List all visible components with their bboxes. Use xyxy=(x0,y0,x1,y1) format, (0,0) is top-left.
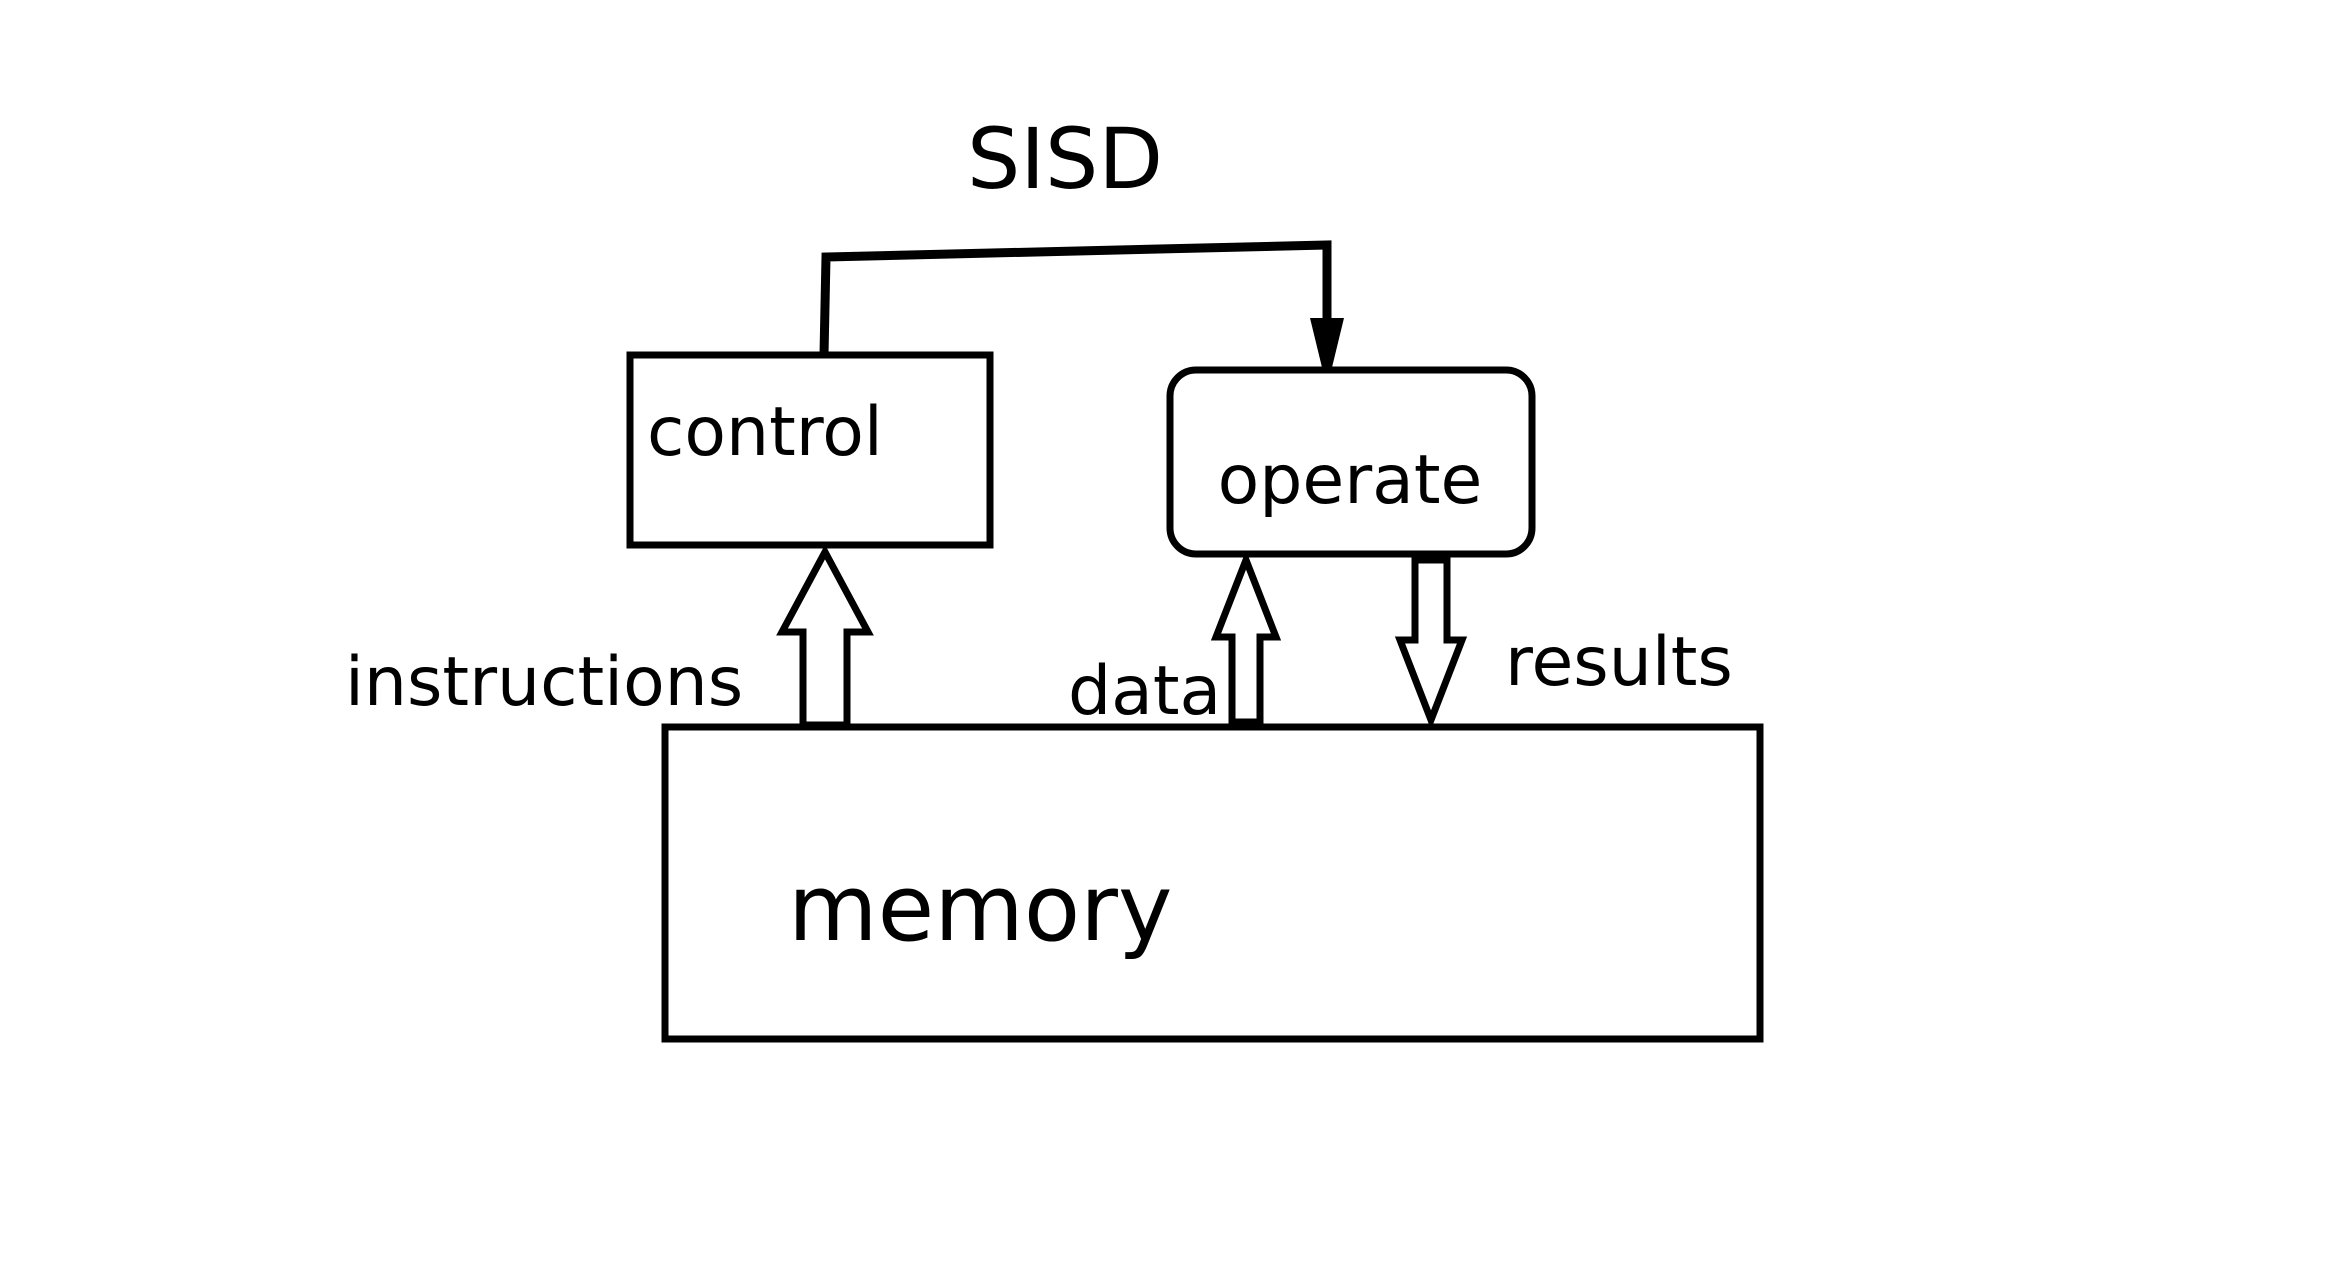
control-box xyxy=(626,351,994,549)
instructions-label: instructions xyxy=(345,643,743,722)
diagram-title: SISD xyxy=(967,110,1163,208)
control-to-operate-connector xyxy=(819,240,1332,356)
data-arrow xyxy=(1210,550,1282,726)
results-arrow xyxy=(1394,556,1468,730)
control-label: control xyxy=(647,393,883,472)
data-label: data xyxy=(1068,652,1221,731)
operate-box xyxy=(1166,366,1536,558)
operate-label: operate xyxy=(1218,441,1483,520)
instructions-arrow xyxy=(776,544,874,729)
memory-label: memory xyxy=(788,855,1172,962)
control-to-operate-arrowhead xyxy=(1310,318,1344,388)
results-label: results xyxy=(1505,623,1733,702)
memory-box xyxy=(661,723,1764,1043)
